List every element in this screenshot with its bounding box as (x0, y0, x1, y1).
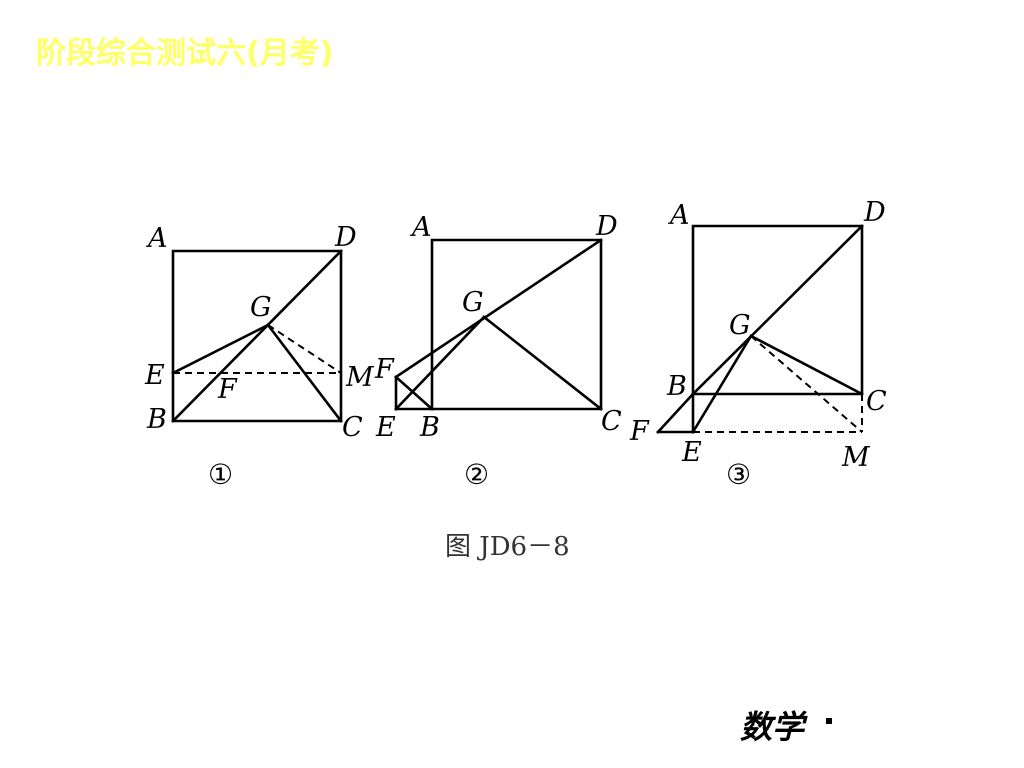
segment-eg-3 (691, 334, 753, 434)
page-title: 阶段综合测试六(月考) (36, 36, 334, 71)
label-d-2: D (595, 211, 618, 242)
label-d-1: D (334, 222, 357, 253)
footer-subject: 数学 (740, 708, 805, 746)
label-f-3: F (629, 416, 650, 447)
segment-eg-2 (394, 315, 486, 411)
footer-dot (826, 718, 832, 724)
label-m-3: M (841, 442, 871, 473)
panel-number-3: ③ (726, 458, 751, 491)
panel-number-2: ② (464, 458, 489, 491)
segment-eg-1 (171, 323, 270, 375)
label-b-2: B (419, 412, 440, 443)
panel-number-1: ① (208, 458, 233, 491)
label-g-3: G (729, 310, 751, 341)
segment-bd-1 (171, 249, 343, 423)
label-e-3: E (681, 437, 702, 468)
label-e-2: E (375, 412, 396, 443)
segment-gc-3 (749, 334, 864, 396)
label-d-3: D (863, 197, 886, 228)
figure-caption: 图 JD6－8 (445, 532, 570, 562)
label-c-2: C (601, 406, 622, 437)
segment-fd-2 (394, 238, 603, 379)
label-a-3: A (667, 200, 690, 231)
label-f-2: F (374, 354, 395, 385)
label-c-1: C (342, 412, 363, 443)
panel-3: A D G B C F E M ③ (629, 197, 887, 491)
label-g-2: G (462, 287, 484, 318)
label-a-1: A (145, 223, 168, 254)
segment-bd-3 (691, 224, 864, 396)
label-f-1: F (217, 374, 238, 405)
label-a-2: A (409, 212, 432, 243)
label-b-3: B (666, 371, 687, 402)
panel-1: A D G E F M B C ① (144, 222, 375, 491)
segment-gc-2 (482, 315, 603, 411)
square-abcd-2 (430, 238, 603, 411)
panel-2: A D G F E B C ② (374, 211, 622, 491)
segment-fb-2 (394, 375, 434, 411)
segment-fb-3 (656, 392, 695, 434)
label-c-3: C (866, 386, 887, 417)
segment-gm-1 (267, 324, 342, 374)
segment-gm-3 (750, 335, 863, 433)
label-b-1: B (146, 404, 167, 435)
label-e-1: E (144, 360, 165, 391)
label-m-1: M (345, 362, 375, 393)
segment-gc-1 (266, 323, 343, 423)
label-g-1: G (250, 292, 272, 323)
